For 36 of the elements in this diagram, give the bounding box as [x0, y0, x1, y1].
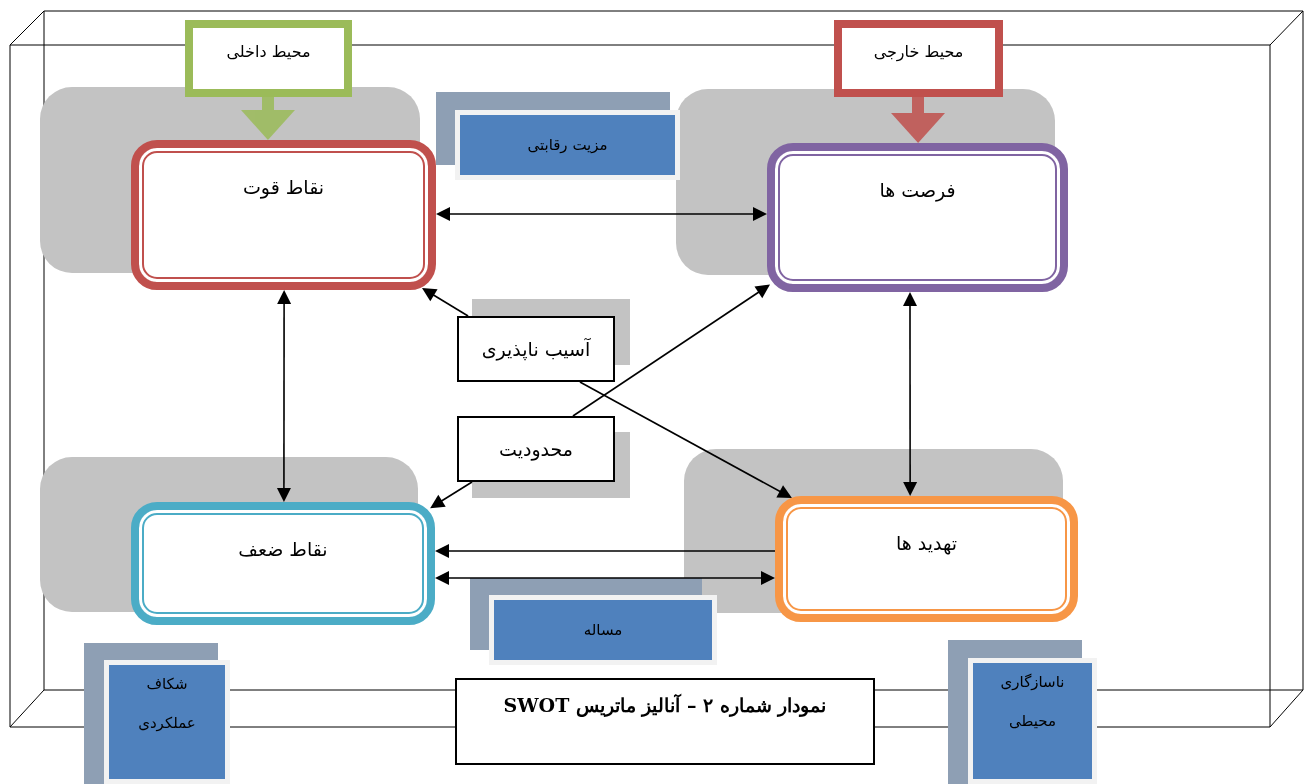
- arrow: [276, 290, 292, 502]
- caption: نمودار شماره ۲ – آنالیز ماتریس SWOT: [455, 678, 875, 765]
- arrow: [436, 206, 767, 222]
- arrow: [435, 571, 775, 586]
- rounded-box: [131, 502, 435, 625]
- node-label: محدودیت: [499, 438, 573, 460]
- node-label: مزیت رقابتی: [527, 136, 608, 154]
- arrow: [579, 381, 792, 498]
- node-label: شکاف عملکردی: [137, 674, 197, 734]
- label-box: [455, 110, 680, 180]
- node-label: نقاط ضعف: [238, 538, 328, 560]
- node-label: مساله: [583, 621, 623, 639]
- text-box: [457, 416, 615, 482]
- rounded-box: [767, 143, 1068, 292]
- callout-box: [185, 20, 352, 97]
- label-box: [104, 660, 230, 784]
- arrow: [241, 97, 295, 140]
- node-label: ناسازگاری محیطی: [999, 672, 1066, 732]
- arrow: [903, 292, 918, 496]
- callout-box: [834, 20, 1003, 97]
- rounded-box: [775, 496, 1078, 622]
- node-label: محیط خارجی: [873, 42, 964, 61]
- arrow: [891, 96, 946, 143]
- label-box: [489, 595, 717, 665]
- node-label: محیط داخلی: [226, 42, 311, 61]
- rounded-box: [131, 140, 436, 290]
- text-box: [457, 316, 615, 382]
- arrow: [421, 288, 469, 317]
- arrow: [572, 284, 770, 417]
- node-label: آسیب ناپذیری: [481, 338, 591, 360]
- arrow: [435, 543, 776, 558]
- node-label: فرصت ها: [879, 179, 956, 201]
- node-label: تهدید ها: [895, 532, 958, 554]
- arrow: [430, 481, 473, 509]
- node-label: نقاط قوت: [242, 176, 325, 198]
- label-box: [968, 658, 1097, 784]
